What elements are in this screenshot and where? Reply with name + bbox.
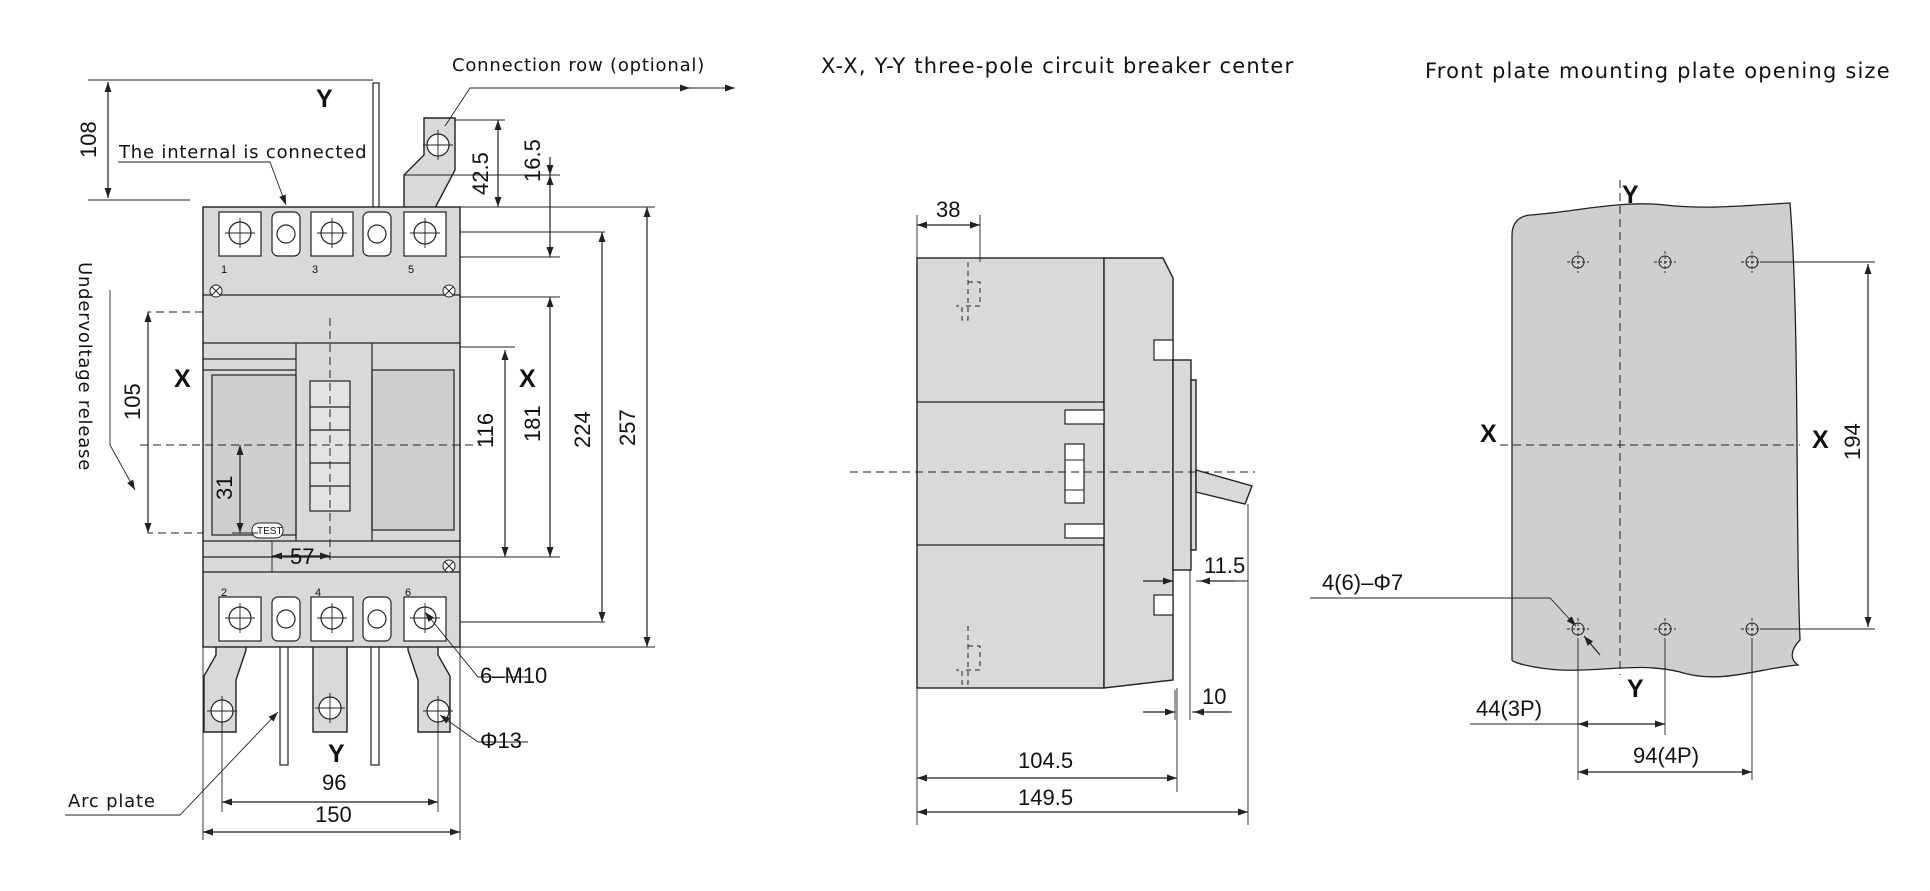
front-y-label-top: Y: [316, 85, 333, 113]
dim-42-5: 42.5: [468, 152, 493, 195]
dim-38: 38: [936, 197, 960, 222]
front-x-label-right: X: [519, 365, 536, 393]
thread-label: 6–M10: [480, 663, 547, 688]
dim-57: 57: [290, 544, 314, 569]
dim-31: 31: [212, 476, 237, 500]
dim-11-5: 11.5: [1204, 553, 1245, 578]
dim-181: 181: [520, 405, 545, 442]
panel-y-label-bottom: Y: [1627, 675, 1644, 703]
top-connection-busbar: [403, 117, 456, 211]
terminal-number-3: 3: [312, 264, 318, 276]
dim-96: 96: [322, 770, 346, 795]
panel-x-label-left: X: [1480, 420, 1497, 448]
undervoltage-release-outline: [147, 311, 203, 534]
top-terminals: [218, 211, 447, 257]
dim-105: 105: [120, 383, 145, 420]
bottom-terminals: [218, 596, 447, 642]
dim-116: 116: [473, 413, 498, 448]
dim-104-5: 104.5: [1018, 748, 1073, 773]
terminal-number-2: 2: [221, 587, 227, 599]
dim-194: 194: [1840, 423, 1865, 460]
panel-cutout-title: Front plate mounting plate opening size: [1425, 59, 1891, 83]
dim-149-5: 149.5: [1018, 785, 1073, 810]
undervoltage-release-label: Undervoltage release: [74, 262, 95, 471]
hole-spec-label: 4(6)–Φ7: [1322, 570, 1403, 595]
side-view: X-X, Y-Y three-pole circuit breaker cent…: [821, 54, 1294, 825]
mounting-plate: [1511, 202, 1801, 678]
dim-44-3p: 44(3P): [1476, 696, 1542, 721]
connection-row-label: Connection row (optional): [452, 55, 705, 76]
terminal-number-4: 4: [315, 587, 321, 599]
internal-connected-label: The internal is connected: [118, 142, 367, 163]
terminal-number-6: 6: [405, 587, 411, 599]
terminal-number-1: 1: [221, 264, 227, 276]
dim-150: 150: [315, 802, 352, 827]
dim-94-4p: 94(4P): [1633, 743, 1699, 768]
front-x-label-left: X: [174, 365, 191, 393]
panel-x-label-right: X: [1812, 426, 1829, 454]
test-button-label: TEST: [257, 526, 283, 537]
side-handle: [1195, 469, 1253, 505]
front-y-label-bottom: Y: [328, 740, 345, 768]
test-button: [251, 522, 284, 539]
side-view-title: X-X, Y-Y three-pole circuit breaker cent…: [821, 54, 1294, 78]
dim-257: 257: [615, 409, 640, 446]
top-arc-plate: [372, 82, 380, 214]
front-view: 1 3 5 2 4 6 TEST: [65, 55, 735, 840]
dim-108: 108: [76, 121, 101, 158]
dim-16-5: 16.5: [520, 139, 545, 182]
hole-diameter-label: Φ13: [480, 728, 522, 753]
panel-y-label-top: Y: [1622, 181, 1639, 209]
panel-cutout-view: Front plate mounting plate opening size …: [1310, 59, 1891, 780]
terminal-number-5: 5: [408, 264, 414, 276]
dim-10: 10: [1202, 684, 1226, 709]
arc-plate-label: Arc plate: [68, 791, 156, 812]
dim-224: 224: [570, 411, 595, 448]
